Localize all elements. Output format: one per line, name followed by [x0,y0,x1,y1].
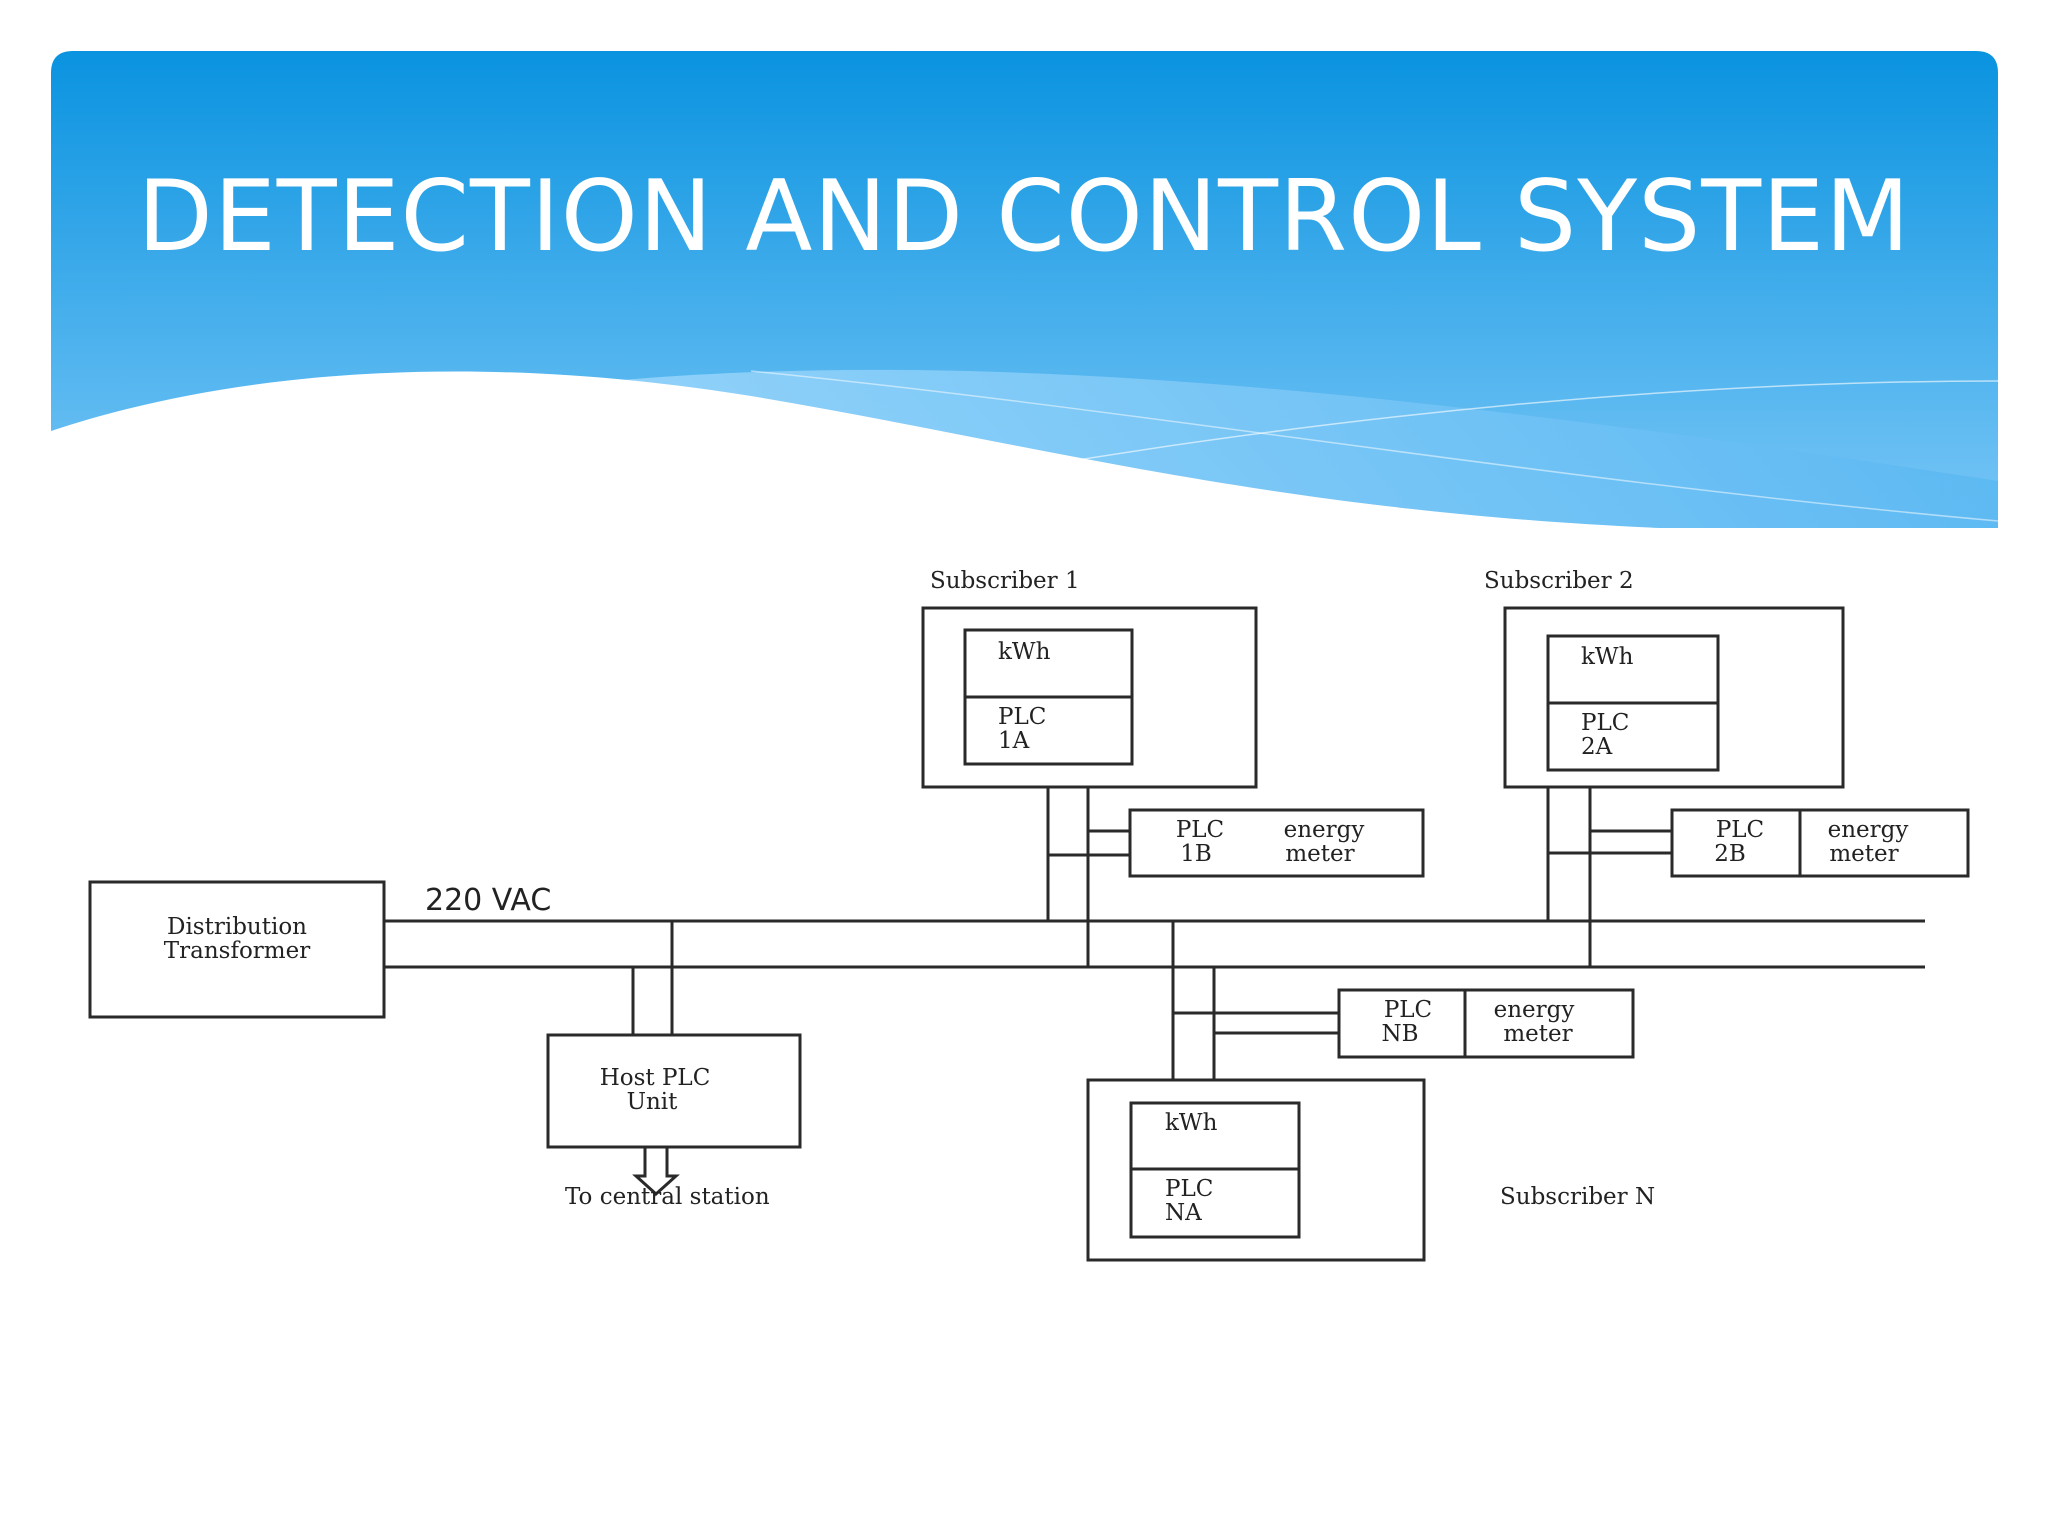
header-wave-graphic [51,51,1998,528]
subscriber-n-plc-b-line2: NB [1381,1021,1418,1047]
subscriber-1-plc-b-meter [1128,808,1425,878]
subscriber-2-plc-a-line2: 2A [1581,734,1613,760]
subscriber-n-plc-a-line2: NA [1165,1200,1202,1226]
subscriber-1-plc-a-line2: 1A [998,728,1030,754]
transformer-label-line2: Transformer [164,938,310,964]
subscriber-2-energy-line2: meter [1829,841,1898,867]
subscriber-2: Subscriber 2 kWh PLC 2A PLC 2B energy me… [1484,568,1970,967]
voltage-label: 220 VAC [425,883,551,918]
subscriber-1-energy-line1: energy [1284,817,1365,843]
subscriber-n-name: Subscriber N [1500,1184,1655,1210]
distribution-transformer: Distribution Transformer [88,880,386,1019]
subscriber-2-energy-line1: energy [1828,817,1909,843]
subscriber-2-name: Subscriber 2 [1484,568,1634,594]
subscriber-n-plc-b-line1: PLC [1384,997,1432,1023]
subscriber-1-kwh: kWh [998,639,1051,665]
host-plc-label-line2: Unit [627,1089,679,1115]
subscriber-1-energy-line2: meter [1285,841,1354,867]
slide-title: DETECTION AND CONTROL SYSTEM [137,160,1911,274]
subscriber-1-plc-a-line1: PLC [998,704,1046,730]
slide-header-banner [51,51,1998,528]
subscriber-n-energy-line1: energy [1494,997,1575,1023]
transformer-label-line1: Distribution [167,914,307,940]
subscriber-2-enclosure [1503,606,1845,789]
subscriber-2-plc-b-line1: PLC [1716,817,1764,843]
subscriber-n-plc-a-line1: PLC [1165,1176,1213,1202]
subscriber-n: PLC NB energy meter kWh PLC NA Subscribe… [1086,921,1655,1262]
subscriber-1-plc-b-line1: PLC [1176,817,1224,843]
subscriber-1: Subscriber 1 kWh PLC 1A PLC 1B energy me… [921,568,1425,967]
subscriber-n-plc-b-meter [1337,988,1635,1059]
subscriber-n-energy-line2: meter [1503,1021,1572,1047]
subscriber-n-enclosure [1086,1078,1426,1262]
host-plc-label-line1: Host PLC [600,1065,711,1091]
central-station-label: To central station [565,1184,770,1210]
subscriber-2-kwh: kWh [1581,644,1634,670]
subscriber-2-plc-b-line2: 2B [1714,841,1746,867]
host-output-arrow-icon [632,1147,680,1197]
subscriber-n-kwh: kWh [1165,1110,1218,1136]
subscriber-2-plc-b-meter [1670,808,1970,878]
subscriber-2-plc-a-line1: PLC [1581,710,1629,736]
host-plc-unit: Host PLC Unit To central station [546,921,802,1210]
subscriber-1-name: Subscriber 1 [930,568,1080,594]
subscriber-1-plc-b-line2: 1B [1180,841,1212,867]
